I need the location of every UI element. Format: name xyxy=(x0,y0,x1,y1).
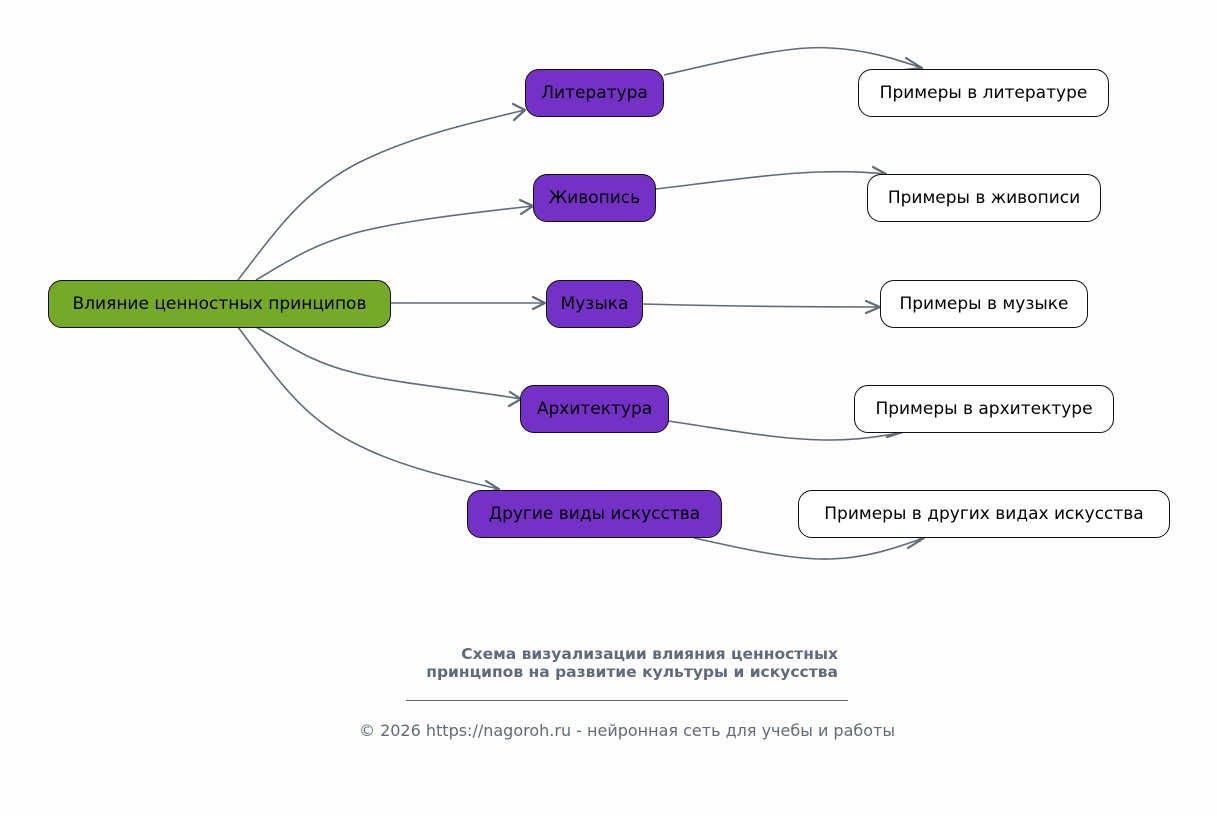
edge-architecture-examples xyxy=(667,420,904,441)
examples-other-arts: Примеры в других видах искусства xyxy=(798,490,1170,538)
examples-literature: Примеры в литературе xyxy=(858,69,1109,117)
category-other-arts: Другие виды искусства xyxy=(467,490,722,538)
root-node: Влияние ценностных принципов xyxy=(48,280,391,328)
edge-root-literature xyxy=(237,109,526,281)
edge-other-examples xyxy=(693,537,925,560)
edge-literature-examples xyxy=(663,46,923,76)
title-line-2: принципов на развитие культуры и искусст… xyxy=(426,663,838,681)
examples-architecture: Примеры в архитектуре xyxy=(854,385,1114,433)
title-line-1: Схема визуализации влияния ценностных xyxy=(461,645,838,663)
category-music: Музыка xyxy=(546,280,643,328)
edge-root-architecture xyxy=(255,326,522,400)
examples-painting: Примеры в живописи xyxy=(867,174,1101,222)
category-literature: Литература xyxy=(525,69,664,117)
category-architecture: Архитектура xyxy=(520,385,669,433)
arrowhead-literature xyxy=(511,102,527,122)
edge-root-painting xyxy=(255,205,534,281)
arrowhead-music xyxy=(531,295,547,311)
title-divider xyxy=(406,700,848,701)
edge-root-other xyxy=(237,326,500,490)
diagram-title: Схема визуализации влияния ценностных пр… xyxy=(300,645,838,681)
examples-music: Примеры в музыке xyxy=(880,280,1088,328)
edge-painting-examples xyxy=(655,170,887,190)
footer-copyright: © 2026 https://nagoroh.ru - нейронная се… xyxy=(358,721,895,740)
category-painting: Живопись xyxy=(533,174,656,222)
edge-music-examples xyxy=(642,303,881,308)
